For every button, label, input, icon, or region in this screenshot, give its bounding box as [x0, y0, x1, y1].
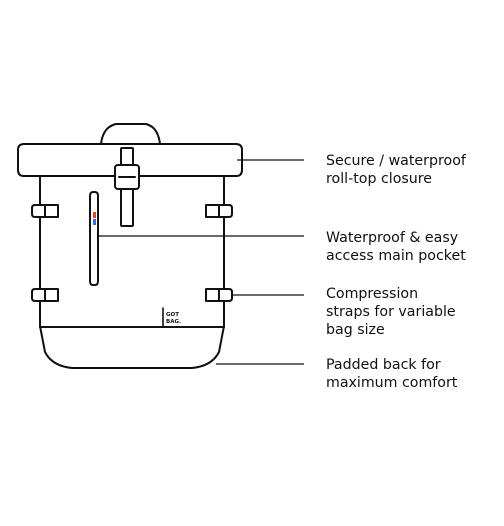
top-handle [100, 123, 161, 145]
feature-back-line1: Padded back for [326, 357, 441, 373]
logo-text-line1: GOT [166, 312, 179, 318]
feature-compression-line3: bag size [326, 322, 385, 338]
feature-rolltop-line2: roll-top closure [326, 171, 433, 187]
zipper-pull-red [93, 212, 96, 218]
feature-compression-line2: straps for variable [326, 304, 456, 320]
feature-back-line2: maximum comfort [326, 375, 458, 391]
feature-pocket-line2: access main pocket [326, 248, 466, 264]
feature-label-compression: Compression straps for variable bag size [326, 285, 456, 339]
zipper-pull-blue [93, 219, 96, 225]
feature-label-pocket: Waterproof & easy access main pocket [326, 229, 466, 265]
feature-compression-line1: Compression [326, 286, 419, 302]
feature-pocket-line1: Waterproof & easy [326, 230, 459, 246]
feature-label-rolltop: Secure / waterproof roll-top closure [326, 152, 466, 188]
feature-rolltop-line1: Secure / waterproof [326, 153, 466, 169]
bag-body [39, 171, 225, 369]
feature-label-back: Padded back for maximum comfort [326, 356, 457, 392]
zipper-pocket [89, 191, 99, 286]
logo-text-line2: BAG. [166, 319, 181, 325]
